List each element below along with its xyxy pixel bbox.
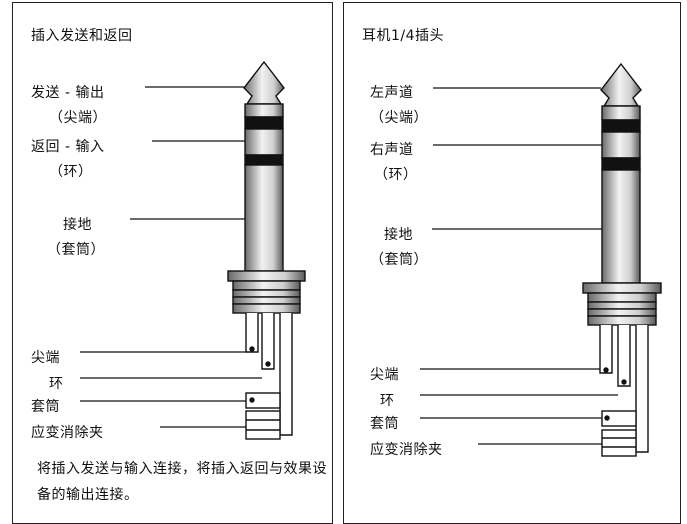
insert-panel-title: 插入发送和返回: [31, 28, 133, 44]
right-channel-label: 右声道: [370, 142, 414, 158]
return-ring-label: （环）: [49, 164, 93, 180]
headphone-plug-drawing: [582, 62, 662, 457]
ring-terminal-label: 环: [49, 376, 64, 392]
sleeve-terminal-label: 套筒: [31, 399, 60, 415]
strain-relief-label: 应变消除夹: [370, 442, 443, 458]
insert-leader-lines: [80, 86, 262, 428]
send-tip-label: （尖端）: [49, 110, 107, 126]
left-tip-label: （尖端）: [370, 110, 428, 126]
ground-label: 接地: [63, 217, 92, 233]
insert-plug-drawing: [227, 60, 306, 440]
headphone-panel-title: 耳机1/4插头: [362, 28, 445, 44]
right-ring-label: （环）: [374, 167, 418, 183]
tip-terminal-label: 尖端: [31, 350, 60, 366]
left-channel-label: 左声道: [370, 85, 414, 101]
send-output-label: 发送 - 输出: [31, 85, 105, 101]
sleeve-terminal-label: 套筒: [370, 416, 399, 432]
insert-note: 将插入发送与输入连接，将插入返回与效果设备的输出连接。: [37, 461, 327, 503]
ground-label: 接地: [384, 227, 413, 243]
ring-terminal-label: 环: [380, 393, 395, 409]
ground-sleeve-label: （套筒）: [370, 252, 428, 268]
return-input-label: 返回 - 输入: [31, 139, 105, 155]
headphone-leader-lines: [420, 87, 618, 445]
tip-terminal-label: 尖端: [370, 367, 399, 383]
strain-relief-label: 应变消除夹: [31, 425, 104, 441]
plug-diagrams: [80, 60, 662, 457]
ground-sleeve-label: （套筒）: [47, 242, 105, 258]
